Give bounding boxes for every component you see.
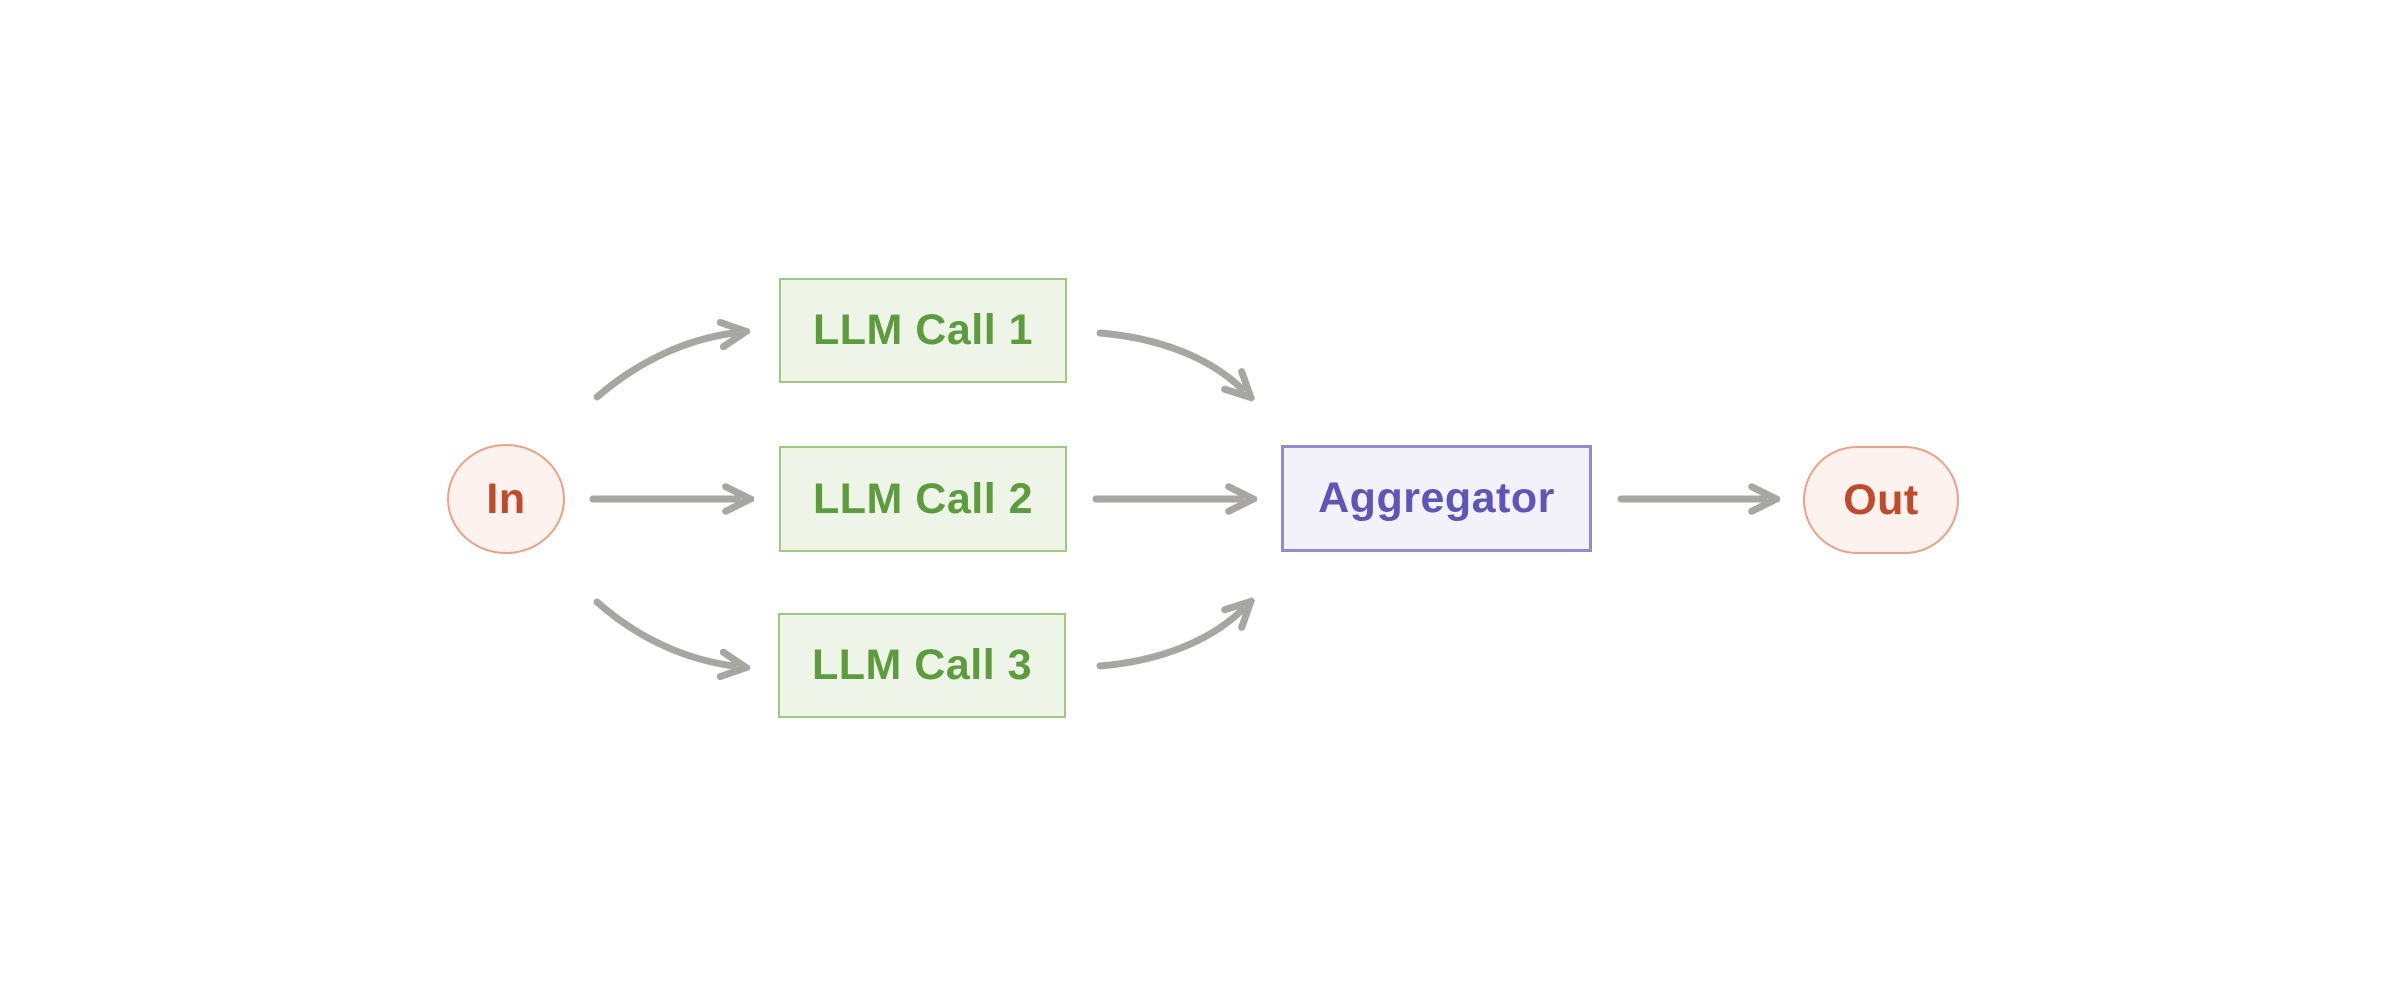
node-in-label: In	[486, 474, 526, 523]
node-llm-call-1: LLM Call 1	[779, 278, 1067, 383]
node-llm-call-3-label: LLM Call 3	[811, 641, 1033, 689]
node-aggregator-label: Aggregator	[1318, 474, 1555, 522]
node-in: In	[447, 444, 565, 554]
node-out: Out	[1803, 446, 1959, 554]
node-out-label: Out	[1843, 475, 1919, 524]
node-aggregator: Aggregator	[1281, 445, 1592, 552]
edge-in-to-llm-call-3	[593, 598, 734, 666]
edge-llm-call-3-to-aggregator	[1096, 610, 1242, 670]
edge-in-to-llm-call-1	[593, 333, 734, 401]
node-llm-call-2: LLM Call 2	[779, 446, 1067, 552]
node-llm-call-1-label: LLM Call 1	[812, 306, 1034, 354]
node-llm-call-2-label: LLM Call 2	[812, 474, 1034, 523]
edge-llm-call-1-to-aggregator	[1096, 329, 1242, 389]
node-llm-call-3: LLM Call 3	[778, 613, 1066, 718]
